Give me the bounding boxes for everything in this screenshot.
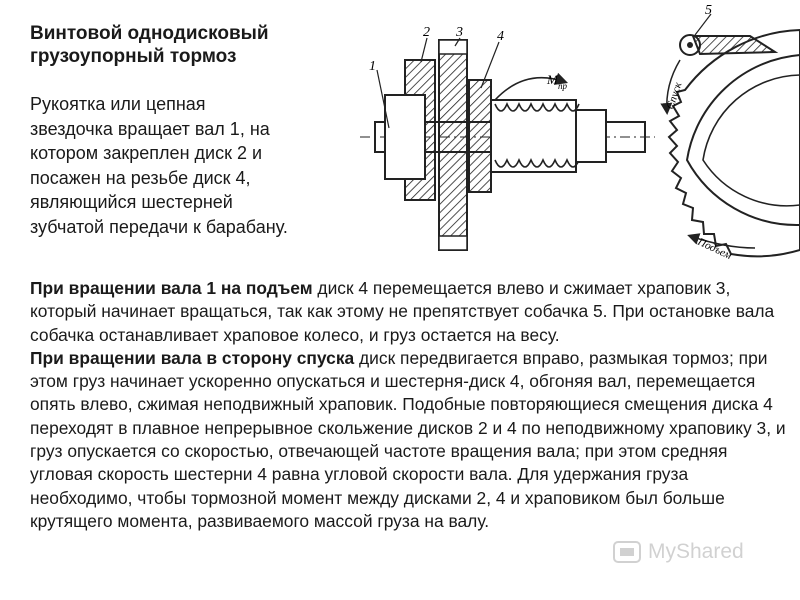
intro-line: являющийся шестерней — [30, 192, 233, 212]
moment-subscript: пр — [558, 81, 568, 91]
leader-lines — [376, 37, 500, 129]
intro-paragraph: Рукоятка или цепная звездочка вращает ва… — [30, 92, 380, 239]
intro-line: Рукоятка или цепная — [30, 94, 206, 114]
paragraph-ascent: При вращении вала 1 на подъем диск 4 пер… — [30, 277, 790, 347]
label-3: 3 — [455, 25, 463, 40]
title-line-1: Винтовой однодисковый — [30, 23, 269, 44]
paragraph-descent: При вращении вала в сторону спуска диск … — [30, 347, 790, 533]
paragraph-ascent-lead: При вращении вала 1 на подъем — [30, 278, 313, 298]
paragraph-descent-lead: При вращении вала в сторону спуска — [30, 347, 355, 368]
label-1: 1 — [369, 59, 376, 74]
title-line-2: грузоупорный тормоз — [30, 46, 237, 67]
paragraph-descent-text: диск передвигается вправо, размыкая торм… — [30, 347, 786, 531]
disk-4 — [468, 79, 607, 193]
watermark-logo-icon — [613, 541, 641, 563]
page-title: Винтовой однодисковый грузоупорный тормо… — [30, 22, 360, 68]
watermark-text: MyShared — [648, 540, 744, 563]
ratchet-3 — [438, 39, 468, 251]
body-text: При вращении вала 1 на подъем диск 4 пер… — [30, 277, 790, 533]
label-4: 4 — [497, 29, 504, 44]
intro-line: котором закреплен диск 2 и — [30, 143, 263, 163]
watermark: MyShared — [612, 536, 787, 570]
moment-arrow: M пр — [494, 72, 569, 101]
ratchet-wheel — [667, 28, 800, 258]
disk-2 — [384, 59, 436, 201]
intro-line: звездочка вращает вал 1, на — [30, 118, 270, 139]
paragraph-ascent-text: диск 4 перемещается влево и сжимает храп… — [30, 278, 775, 345]
intro-line: посажен на резьбе диск 4, — [30, 167, 251, 188]
moment-label: M — [546, 72, 559, 87]
label-5: 5 — [705, 3, 712, 18]
intro-line: зубчатой передачи к барабану. — [30, 216, 288, 237]
brake-diagram: 1 2 3 4 M пр 5 Спуск Подъем — [360, 3, 800, 262]
label-2: 2 — [423, 25, 430, 40]
pawl-5: 5 — [679, 3, 779, 56]
